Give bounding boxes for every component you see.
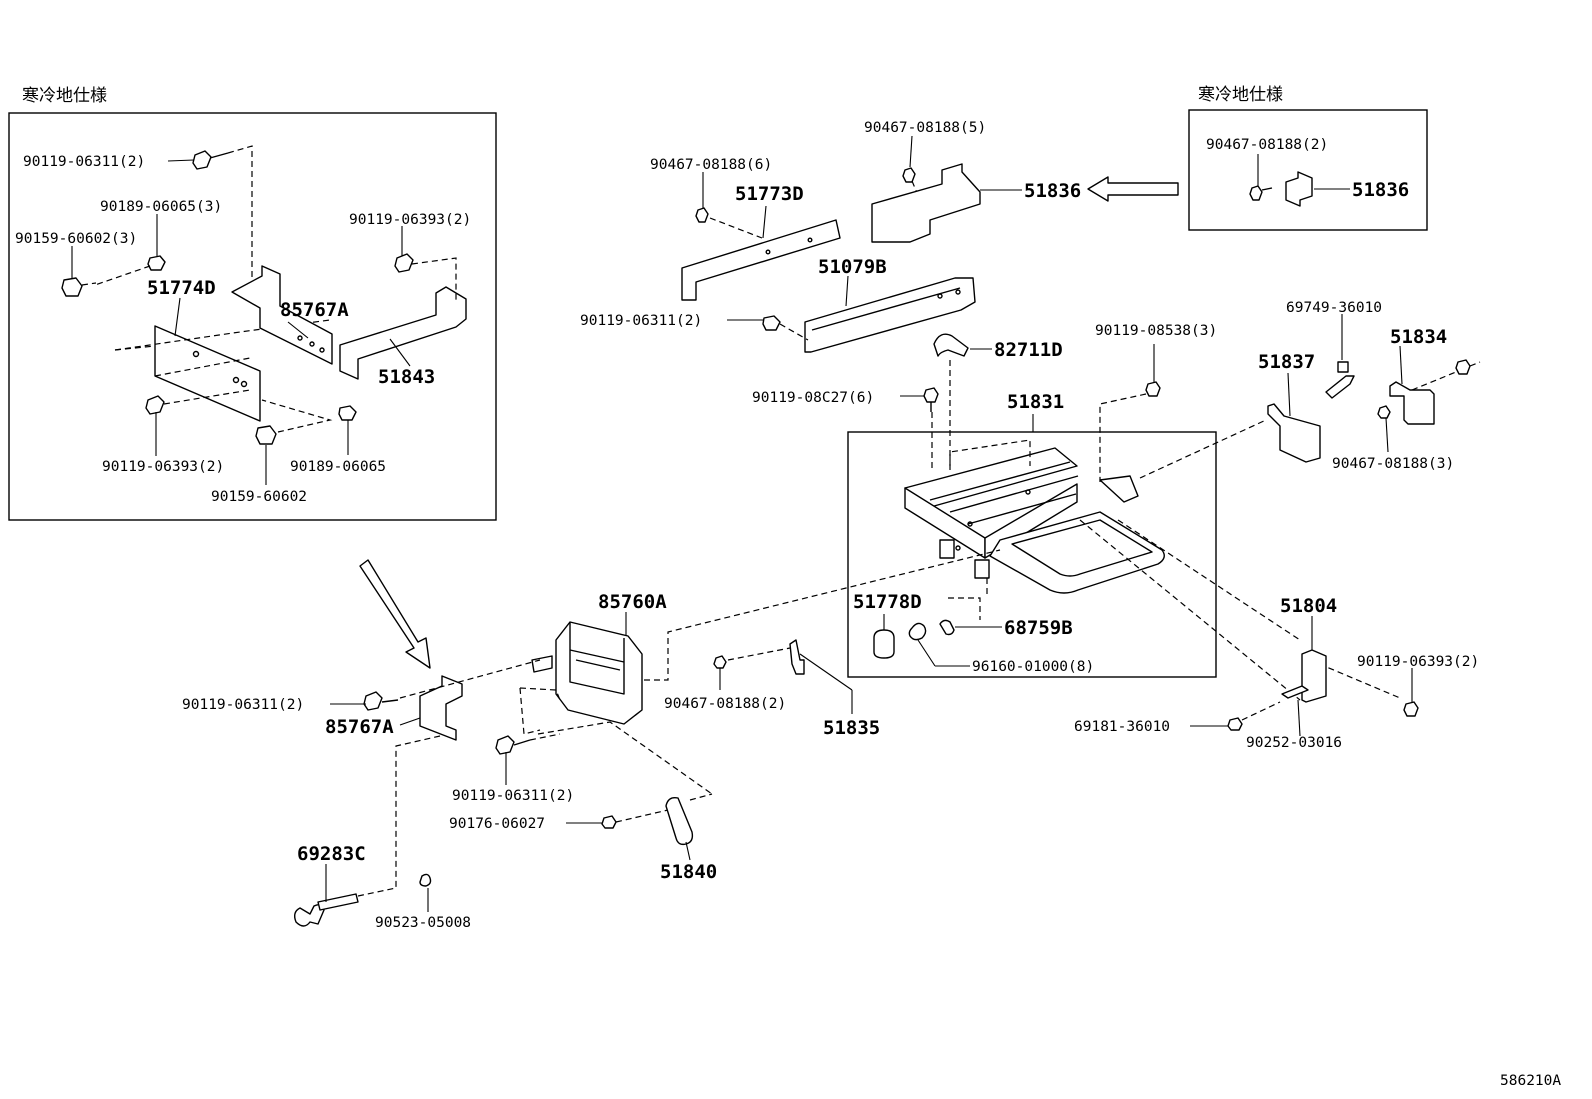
bracket-51804 — [1301, 649, 1327, 703]
screw-icon — [695, 207, 709, 223]
battery-tray-51831 — [904, 447, 1165, 594]
label-90119-06311: 90119-06311(2) — [182, 697, 304, 713]
screw-icon — [713, 655, 727, 669]
clip-90252 — [1281, 685, 1309, 699]
label-82711D: 82711D — [994, 339, 1063, 361]
label-90119-06393: 90119-06393(2) — [349, 212, 471, 228]
label-51835: 51835 — [823, 717, 880, 739]
inset-box-right — [1188, 109, 1428, 231]
label-69283C: 69283C — [297, 843, 366, 865]
inset-title-left: 寒冷地仕様 — [22, 86, 107, 106]
bolt-icon — [147, 255, 166, 271]
bracket-51836-small — [1285, 171, 1313, 207]
label-51774D: 51774D — [147, 277, 216, 299]
label-96160-01000: 96160-01000(8) — [972, 659, 1094, 675]
bracket-51843 — [339, 286, 467, 380]
label-90467-08188: 90467-08188(3) — [1332, 456, 1454, 472]
washer-icon — [908, 622, 927, 641]
bracket-51836 — [871, 163, 981, 243]
nut-icon — [255, 425, 277, 445]
label-90119-08538: 90119-08538(3) — [1095, 323, 1217, 339]
bolt-icon — [1455, 359, 1471, 375]
label-90467-08188: 90467-08188(5) — [864, 120, 986, 136]
label-51843: 51843 — [378, 366, 435, 388]
bolt-icon — [338, 405, 357, 421]
bracket-51835 — [789, 639, 805, 675]
tray-box — [847, 431, 1217, 678]
label-51837: 51837 — [1258, 351, 1315, 373]
label-90119-06311: 90119-06311(2) — [452, 788, 574, 804]
label-51836: 51836 — [1024, 180, 1081, 202]
label-90119-06393: 90119-06393(2) — [102, 459, 224, 475]
label-90119-06393: 90119-06393(2) — [1357, 654, 1479, 670]
bolt-icon — [923, 387, 939, 412]
label-51773D: 51773D — [735, 183, 804, 205]
label-90523-05008: 90523-05008 — [375, 915, 471, 931]
label-68759B: 68759B — [1004, 617, 1073, 639]
label-51778D: 51778D — [853, 591, 922, 613]
label-51831: 51831 — [1007, 391, 1064, 413]
washer-icon — [419, 873, 432, 887]
bracket-51773D — [681, 219, 841, 301]
label-90176-06027: 90176-06027 — [449, 816, 545, 832]
bracket-51834 — [1389, 381, 1435, 425]
diagram-id: 586210A — [1500, 1073, 1561, 1089]
bracket-51837 — [1267, 403, 1321, 463]
bracket-85767A — [419, 675, 463, 741]
label-51834: 51834 — [1390, 326, 1447, 348]
plate-51840 — [665, 796, 694, 846]
clip-69749 — [1325, 375, 1355, 399]
arrow-down-icon — [359, 559, 431, 669]
bolt-icon — [145, 395, 165, 415]
label-90159-60602: 90159-60602(3) — [15, 231, 137, 247]
label-90467-08188: 90467-08188(2) — [664, 696, 786, 712]
bracket-85767A — [231, 265, 333, 365]
bolt-icon — [363, 691, 399, 711]
label-90467-08188: 90467-08188(6) — [650, 157, 772, 173]
label-90189-06065: 90189-06065(3) — [100, 199, 222, 215]
inset-title-right: 寒冷地仕様 — [1198, 85, 1283, 105]
label-85767A: 85767A — [325, 716, 394, 738]
label-51079B: 51079B — [818, 256, 887, 278]
label-90119-08C27: 90119-08C27(6) — [752, 390, 874, 406]
plug-icon — [939, 619, 955, 636]
label-51836: 51836 — [1352, 179, 1409, 201]
label-69181-36010: 69181-36010 — [1074, 719, 1170, 735]
bolt-icon — [1145, 381, 1161, 397]
arrow-left-icon — [1087, 176, 1179, 202]
screw-icon — [1227, 717, 1243, 731]
label-90189-06065: 90189-06065 — [290, 459, 386, 475]
bolt-icon — [394, 253, 414, 273]
screw-icon — [902, 167, 916, 183]
screw-icon — [1249, 185, 1273, 201]
bolt-icon — [495, 735, 531, 755]
wing-bolt-69283C — [293, 893, 359, 927]
label-69749-36010: 69749-36010 — [1286, 300, 1382, 316]
nut-icon — [601, 815, 617, 829]
label-90467-08188: 90467-08188(2) — [1206, 137, 1328, 153]
cushion-51778D — [873, 629, 895, 659]
screw-icon — [1377, 405, 1391, 419]
bolt-icon — [762, 315, 781, 331]
bolt-icon — [192, 150, 229, 170]
label-51804: 51804 — [1280, 595, 1337, 617]
label-90252-03016: 90252-03016 — [1246, 735, 1342, 751]
nut-icon — [61, 277, 83, 297]
label-85767A: 85767A — [280, 299, 349, 321]
label-90119-06311: 90119-06311(2) — [23, 154, 145, 170]
bolt-icon — [1403, 701, 1419, 717]
clamp-82711D — [933, 333, 969, 357]
label-85760A: 85760A — [598, 591, 667, 613]
label-90159-60602: 90159-60602 — [211, 489, 307, 505]
battery-cover-85760A — [531, 621, 643, 725]
label-90119-06311: 90119-06311(2) — [580, 313, 702, 329]
label-51840: 51840 — [660, 861, 717, 883]
bracket-51774D — [154, 325, 261, 422]
inset-box-left — [8, 112, 497, 521]
